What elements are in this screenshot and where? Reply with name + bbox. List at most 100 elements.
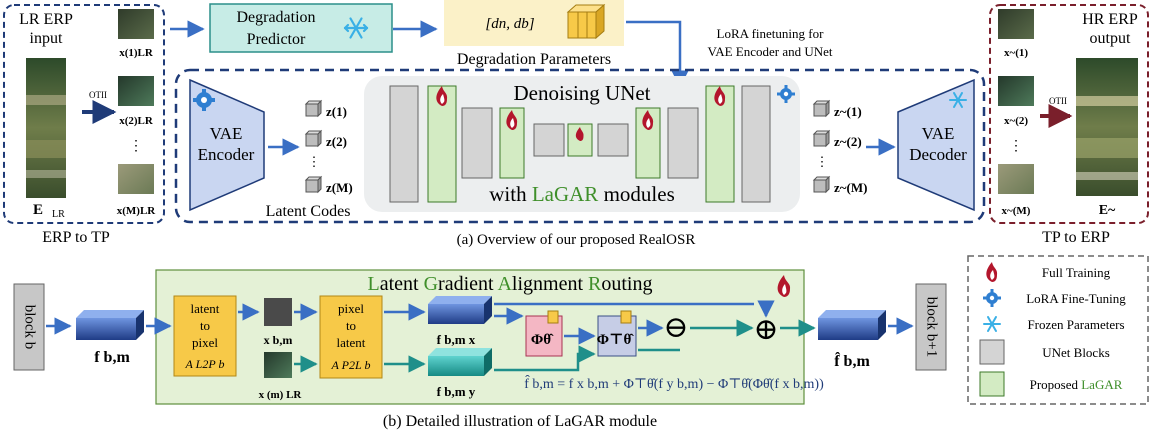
x-lr-label: x (m) LR bbox=[259, 389, 303, 401]
degradation-predictor: Degradation Predictor bbox=[209, 3, 393, 53]
p2l-op: A P2L b bbox=[331, 358, 371, 372]
latent-codes-out: z~(1) z~(2) ⋮ z~(M) bbox=[812, 99, 867, 195]
latent-cube-out-1 bbox=[812, 99, 831, 118]
gray-box-icon bbox=[979, 339, 1005, 365]
hr-tile-2 bbox=[998, 76, 1034, 106]
latent-cube-2 bbox=[304, 129, 323, 148]
block-b-label: block b bbox=[22, 305, 38, 350]
latent-in-label-2: z(2) bbox=[326, 134, 347, 149]
x-bm-image bbox=[264, 298, 292, 326]
legend-label-lagar: Proposed LaGAR bbox=[1030, 377, 1123, 392]
snowflake-icon bbox=[949, 92, 967, 108]
vae-decoder-line2: Decoder bbox=[909, 145, 967, 164]
unet-subtitle: with LaGAR modules bbox=[489, 182, 675, 206]
hr-tile-label-1: x~(1) bbox=[1004, 47, 1028, 59]
flame-icon bbox=[642, 110, 654, 130]
latent-in-label-m: z(M) bbox=[326, 180, 353, 195]
fx-label: f b,m x bbox=[437, 332, 476, 347]
lr-tile-m bbox=[118, 164, 154, 194]
p2l-line3: latent bbox=[337, 335, 366, 350]
block-b1-label: block b+1 bbox=[924, 297, 940, 358]
lr-erp-image bbox=[26, 58, 66, 198]
legend-label-lora: LoRA Fine-Tuning bbox=[1026, 291, 1126, 306]
block-b1 bbox=[915, 283, 947, 371]
l2p-box bbox=[173, 295, 237, 377]
latent-codes-in: z(1) z(2) ⋮ z(M) Latent Codes bbox=[266, 99, 353, 220]
lr-panel-border bbox=[3, 4, 165, 224]
p2l-line1: pixel bbox=[338, 301, 364, 316]
lr-title-line2: input bbox=[30, 30, 63, 47]
hr-title-line1: HR ERP bbox=[1082, 11, 1138, 28]
latent-cube-out-m bbox=[812, 175, 831, 194]
green-box-icon bbox=[979, 371, 1005, 397]
lr-erp-panel: LR ERP input E LR OTII x(1)LR x(2)LR ⋮ x… bbox=[3, 4, 165, 246]
latent-cube-m bbox=[304, 175, 323, 194]
flame-icon bbox=[714, 86, 726, 106]
hr-erp-panel: x~(1) x~(2) ⋮ x~(M) OTII HR ERP output E… bbox=[989, 4, 1149, 246]
p2l-box bbox=[319, 295, 383, 379]
lr-caption: ERP to TP bbox=[42, 229, 110, 246]
unet-block bbox=[389, 85, 419, 203]
x-bm-label: x b,m bbox=[264, 333, 293, 347]
hr-erp-image bbox=[1076, 58, 1138, 196]
lr-tile-label-2: x(2)LR bbox=[119, 115, 154, 127]
l2p-line1: latent bbox=[191, 301, 220, 316]
block-b bbox=[13, 283, 45, 371]
legend-label-unet: UNet Blocks bbox=[1042, 345, 1110, 360]
fx-cube bbox=[428, 296, 492, 324]
hr-tile-label-2: x~(2) bbox=[1004, 115, 1028, 127]
gear-icon bbox=[777, 85, 795, 103]
legend-label-frozen: Frozen Parameters bbox=[1027, 317, 1124, 332]
p2l-line2: to bbox=[346, 318, 356, 333]
hr-tile-ellipsis: ⋮ bbox=[1009, 139, 1023, 154]
flame-icon bbox=[575, 127, 584, 141]
unet-title: Denoising UNet bbox=[513, 81, 650, 105]
minus-op: ⊖ bbox=[663, 311, 688, 344]
lr-erp-sub: LR bbox=[52, 209, 65, 220]
latent-out-ellipsis: ⋮ bbox=[816, 154, 829, 169]
f-in-label: f b,m bbox=[94, 349, 130, 366]
hr-caption: TP to ERP bbox=[1042, 229, 1110, 246]
feature-cube-out bbox=[818, 310, 886, 340]
lora-note-line2: VAE Encoder and UNet bbox=[707, 44, 832, 59]
fy-cube bbox=[428, 348, 492, 376]
hr-tile-1 bbox=[998, 9, 1034, 39]
hr-otii-label: OTII bbox=[1049, 96, 1067, 106]
overview-caption: (a) Overview of our proposed RealOSR bbox=[457, 232, 696, 248]
latent-out-label-1: z~(1) bbox=[834, 104, 862, 119]
hr-tile-label-m: x~(M) bbox=[1002, 205, 1031, 217]
latent-cube-1 bbox=[304, 99, 323, 118]
lr-otii-label: OTII bbox=[89, 90, 107, 100]
flame-icon bbox=[777, 275, 791, 297]
lr-tile-label-1: x(1)LR bbox=[119, 47, 154, 59]
lagar-equation: f̂ b,m = f x b,m + Φ⊤θ̂(f y b,m) − Φ⊤θ̂(… bbox=[524, 375, 824, 392]
feature-cube-in bbox=[76, 310, 144, 340]
phi-tag-icon bbox=[547, 310, 559, 324]
l2p-line3: pixel bbox=[192, 335, 218, 350]
vae-encoder: VAE Encoder bbox=[189, 78, 265, 212]
lr-tile-2 bbox=[118, 76, 154, 106]
latent-in-ellipsis: ⋮ bbox=[308, 154, 321, 169]
legend-label-full-training: Full Training bbox=[1042, 265, 1111, 280]
arrow-fy-to-phit bbox=[494, 345, 596, 372]
lr-title-line1: LR ERP bbox=[19, 11, 73, 28]
x-lr-image bbox=[264, 352, 292, 378]
params-text: [dn, db] bbox=[485, 16, 534, 32]
unet-block bbox=[533, 123, 565, 157]
latent-in-label-1: z(1) bbox=[326, 104, 347, 119]
predictor-line2: Predictor bbox=[247, 31, 306, 48]
gear-icon bbox=[983, 289, 1001, 307]
vae-decoder-line1: VAE bbox=[922, 124, 955, 143]
l2p-line2: to bbox=[200, 318, 210, 333]
lagar-panel bbox=[155, 269, 805, 405]
params-cube-icon bbox=[566, 3, 606, 40]
phi-t-tag-icon bbox=[620, 310, 632, 324]
flame-icon bbox=[506, 110, 518, 130]
lagar-module: block b f b,m Latent Gradient Alignment … bbox=[13, 269, 947, 430]
f-out-label: f̂ b,m bbox=[834, 351, 870, 370]
overview-border bbox=[174, 68, 986, 224]
unet-block bbox=[461, 107, 493, 179]
predictor-line1: Degradation bbox=[236, 9, 315, 26]
degradation-params: [dn, db] Degradation Parameters bbox=[444, 0, 624, 68]
